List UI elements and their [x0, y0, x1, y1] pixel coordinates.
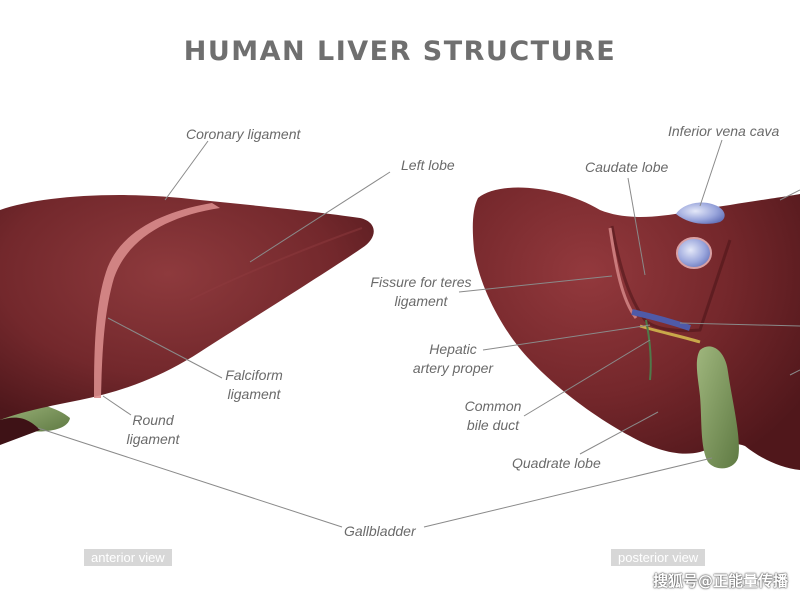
anterior-liver — [0, 195, 374, 445]
anterior-view-tag: anterior view — [84, 549, 172, 566]
inferior-vena-cava-shape — [676, 202, 725, 224]
label-fissure-teres: Fissure for teres ligament — [366, 273, 476, 311]
label-common-bile-duct: Common bile duct — [456, 397, 530, 435]
label-common-line1: Common — [464, 398, 522, 414]
label-round-line2: ligament — [126, 431, 180, 447]
anterior-liver-body — [0, 195, 374, 420]
label-falciform-line2: ligament — [227, 386, 281, 402]
label-left-lobe: Left lobe — [401, 157, 455, 173]
label-round-line1: Round — [132, 412, 174, 428]
label-falciform-ligament: Falciform ligament — [216, 366, 292, 404]
label-inferior-vena-cava: Inferior vena cava — [668, 123, 780, 139]
hepatic-vein-opening — [676, 237, 712, 269]
posterior-view-tag: posterior view — [611, 549, 706, 566]
label-hepatic-line1: Hepatic — [429, 341, 477, 357]
label-common-line2: bile duct — [466, 417, 520, 433]
label-falciform-line1: Falciform — [225, 367, 283, 383]
label-gallbladder: Gallbladder — [344, 523, 416, 539]
page-title: HUMAN LIVER STRUCTURE — [183, 36, 617, 67]
watermark: 搜狐号@正能量传播 — [652, 572, 788, 590]
label-fissure-line1: Fissure for teres — [370, 274, 472, 290]
posterior-gallbladder — [696, 346, 739, 469]
portal-vessels — [631, 309, 691, 331]
label-coronary-ligament: Coronary ligament — [186, 126, 301, 142]
falciform-ligament-shape — [94, 203, 220, 398]
label-hepatic-artery: Hepatic artery proper — [405, 340, 501, 378]
label-caudate-lobe: Caudate lobe — [585, 159, 669, 175]
leader-lines — [37, 139, 800, 528]
label-round-ligament: Round ligament — [118, 411, 188, 449]
label-hepatic-line2: artery proper — [412, 360, 494, 376]
label-quadrate-lobe: Quadrate lobe — [512, 455, 601, 471]
posterior-liver — [472, 187, 800, 470]
label-fissure-line2: ligament — [394, 293, 448, 309]
